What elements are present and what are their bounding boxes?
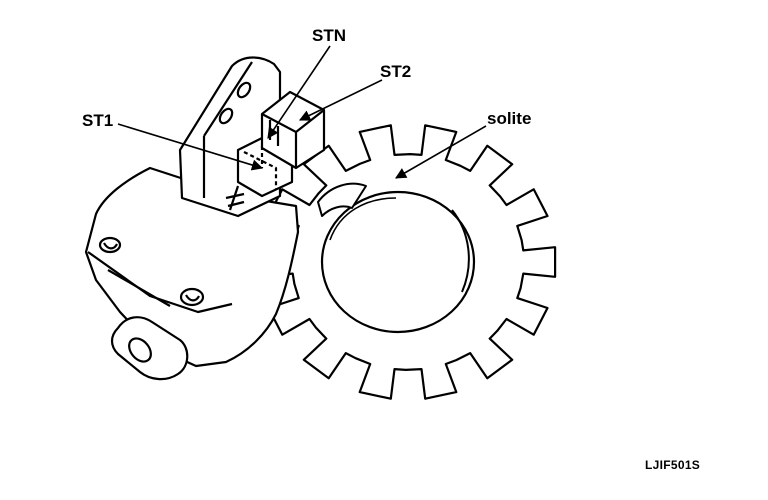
figure-code: LJIF501S — [645, 458, 701, 472]
cable-clip — [225, 185, 245, 211]
leader-lines — [117, 45, 487, 179]
wheel-bore-outer — [320, 190, 476, 334]
bracket-front-edge — [203, 61, 253, 137]
label-st2: ST2 — [380, 62, 412, 81]
arrow-st1 — [117, 123, 264, 171]
arrow-solite — [395, 125, 487, 179]
wheel-bore-inner-edge — [329, 197, 397, 241]
label-st1: ST1 — [82, 111, 114, 130]
st1-dashed-edge — [243, 146, 278, 190]
screw-right — [179, 287, 205, 307]
screw-right-slot — [185, 294, 200, 302]
screw-left — [98, 236, 122, 254]
st2-front-face — [261, 109, 325, 168]
wheel-notch — [317, 182, 367, 217]
toothed-wheel — [259, 124, 557, 400]
base-side-face — [87, 251, 233, 314]
bracket-slot-2 — [218, 107, 234, 125]
label-solite: solite — [487, 109, 532, 128]
sensor-body — [84, 56, 326, 381]
wheel-bore-shading — [451, 209, 470, 293]
screw-left-slot — [103, 242, 118, 250]
bracket-slot-1 — [236, 81, 252, 99]
arrow-st2 — [298, 79, 383, 121]
ear-hole — [128, 337, 152, 363]
arrow-stn — [267, 45, 331, 139]
base-edge-line — [107, 269, 171, 307]
label-stn: STN — [312, 26, 346, 45]
